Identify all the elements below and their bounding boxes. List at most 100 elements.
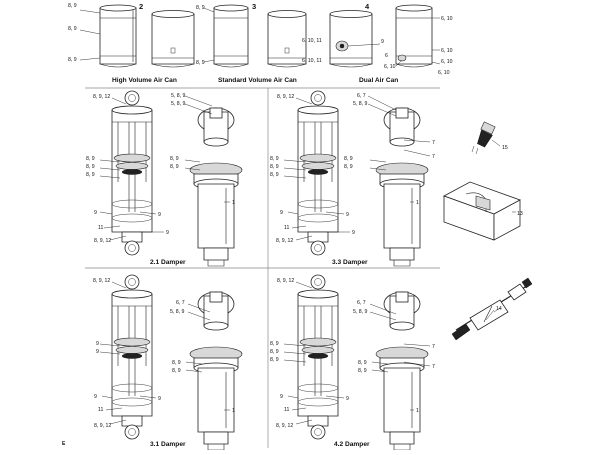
label-8-9-12: 8, 9, 12 bbox=[277, 94, 294, 100]
dual-air-can-1 bbox=[329, 10, 381, 68]
air-can-3 bbox=[203, 4, 249, 68]
air-can-4 bbox=[267, 10, 307, 68]
label-9: 9 bbox=[94, 394, 97, 400]
label-5-8-9: 5, 8, 9 bbox=[171, 93, 186, 99]
label-6-10: 6, 10 bbox=[441, 16, 453, 22]
air-shock-assembly bbox=[297, 274, 339, 440]
label-9: 9 bbox=[96, 349, 99, 355]
air-can-1 bbox=[79, 4, 137, 68]
block-tool bbox=[443, 181, 521, 241]
panel-4-2-damper: 8, 9, 12 6, 7 5, 8, 9 7 7 8, 9 8, 9 8, 9… bbox=[270, 274, 435, 451]
label-8-9: 8, 9 bbox=[270, 357, 279, 363]
label-15: 15 bbox=[502, 145, 508, 151]
label-9: 9 bbox=[166, 230, 169, 236]
label-11: 11 bbox=[284, 407, 289, 413]
label-14: 14 bbox=[496, 306, 502, 312]
label-8-9-12: 8, 9, 12 bbox=[93, 94, 110, 100]
dual-air-can-2 bbox=[395, 4, 441, 68]
section-number-3: 3 bbox=[252, 2, 256, 11]
label-9: 9 bbox=[158, 212, 161, 218]
label-8-9: 8, 9 bbox=[344, 164, 353, 170]
label-8-9: 8, 9 bbox=[170, 156, 179, 162]
panel-2-1-damper: 8, 9, 12 5, 8, 9 5, 8, 9 8, 9 8, 9 8, 9 … bbox=[86, 90, 243, 267]
label-9: 9 bbox=[352, 230, 355, 236]
label-8-9: 8, 9 bbox=[270, 172, 279, 178]
label-8-9: 8, 9 bbox=[86, 156, 95, 162]
label-9: 9 bbox=[346, 396, 349, 402]
label-8-9: 8, 9 bbox=[270, 349, 279, 355]
label-8-9: 8, 9 bbox=[344, 156, 353, 162]
label-8-9-12: 8, 9, 12 bbox=[94, 238, 111, 244]
label-8-9: 8, 9 bbox=[68, 3, 77, 9]
caption-3-1-damper: 3.1 Damper bbox=[150, 441, 186, 448]
label-8-9-12: 8, 9, 12 bbox=[277, 278, 294, 284]
label-9: 9 bbox=[346, 212, 349, 218]
section-number-2: 2 bbox=[139, 2, 143, 11]
label-11: 11 bbox=[284, 225, 289, 231]
label-1: 1 bbox=[232, 408, 235, 414]
label-6-10: 6, 10 bbox=[441, 59, 453, 65]
label-6-7: 6, 7 bbox=[357, 93, 366, 99]
label-8-9: 8, 9 bbox=[196, 60, 205, 66]
panel-3-3-damper: 8, 9, 12 6, 7 5, 8, 9 7 7 8, 9 8, 9 8, 9… bbox=[270, 90, 435, 267]
label-5-8-9: 5, 8, 9 bbox=[171, 101, 186, 107]
caption-dual-air-can: Dual Air Can bbox=[359, 77, 398, 84]
caption-high-volume-air-can: High Volume Air Can bbox=[112, 77, 177, 84]
label-9: 9 bbox=[381, 39, 384, 45]
label-8-9: 8, 9 bbox=[172, 360, 181, 366]
section-number-4: 4 bbox=[365, 2, 370, 11]
label-9: 9 bbox=[280, 210, 283, 216]
label-5-8-9: 5, 8, 9 bbox=[170, 309, 185, 315]
label-8-9: 8, 9 bbox=[86, 164, 95, 170]
shaft-tool bbox=[451, 277, 533, 341]
label-8-9-12: 8, 9, 12 bbox=[276, 423, 293, 429]
label-6-7: 6, 7 bbox=[176, 300, 185, 306]
label-5-8-9: 5, 8, 9 bbox=[353, 309, 368, 315]
label-8-9: 8, 9 bbox=[270, 341, 279, 347]
label-6: 6 bbox=[385, 53, 388, 59]
label-8-9-12: 8, 9, 12 bbox=[93, 278, 110, 284]
label-8-9-12: 8, 9, 12 bbox=[94, 423, 111, 429]
label-8-9: 8, 9 bbox=[86, 172, 95, 178]
label-7: 7 bbox=[432, 344, 435, 350]
label-8-9: 8, 9 bbox=[68, 57, 77, 63]
label-8-9: 8, 9 bbox=[172, 368, 181, 374]
label-7: 7 bbox=[432, 154, 435, 160]
label-6-10: 6, 10 bbox=[441, 48, 453, 54]
air-can-2 bbox=[151, 10, 195, 68]
label-8-9: 8, 9 bbox=[170, 164, 179, 170]
label-8-9: 8, 9 bbox=[358, 368, 367, 374]
label-9: 9 bbox=[158, 396, 161, 402]
label-7: 7 bbox=[432, 364, 435, 370]
label-9: 9 bbox=[280, 394, 283, 400]
damper-assembly bbox=[375, 107, 429, 267]
label-1: 1 bbox=[416, 200, 419, 206]
label-1: 1 bbox=[416, 408, 419, 414]
caption-2-1-damper: 2.1 Damper bbox=[150, 259, 186, 266]
caption-standard-volume-air-can: Standard Volume Air Can bbox=[218, 77, 297, 84]
label-8-9: 8, 9 bbox=[270, 156, 279, 162]
label-8-9: 8, 9 bbox=[358, 360, 367, 366]
label-11: 11 bbox=[98, 225, 103, 231]
label-8-9: 8, 9 bbox=[68, 26, 77, 32]
damper-assembly bbox=[375, 291, 429, 451]
label-6-10: 6, 10 bbox=[438, 70, 450, 76]
label-9: 9 bbox=[96, 341, 99, 347]
valve-screw bbox=[471, 121, 501, 155]
label-8-9: 8, 9 bbox=[196, 5, 205, 11]
label-9: 9 bbox=[94, 210, 97, 216]
label-7: 7 bbox=[432, 140, 435, 146]
air-shock-assembly bbox=[297, 90, 339, 256]
corner-mark: E bbox=[62, 441, 66, 447]
label-8-9-12: 8, 9, 12 bbox=[276, 238, 293, 244]
damper-assembly bbox=[189, 107, 243, 267]
caption-4-2-damper: 4.2 Damper bbox=[334, 441, 370, 448]
label-1: 1 bbox=[232, 200, 235, 206]
label-6-10-11: 6, 10, 11 bbox=[302, 38, 322, 44]
label-5-8-9: 5, 8, 9 bbox=[353, 101, 368, 107]
caption-3-3-damper: 3.3 Damper bbox=[332, 259, 368, 266]
label-6-10: 6, 10 bbox=[384, 64, 396, 70]
label-6-10-11: 6, 10, 11 bbox=[302, 58, 322, 64]
